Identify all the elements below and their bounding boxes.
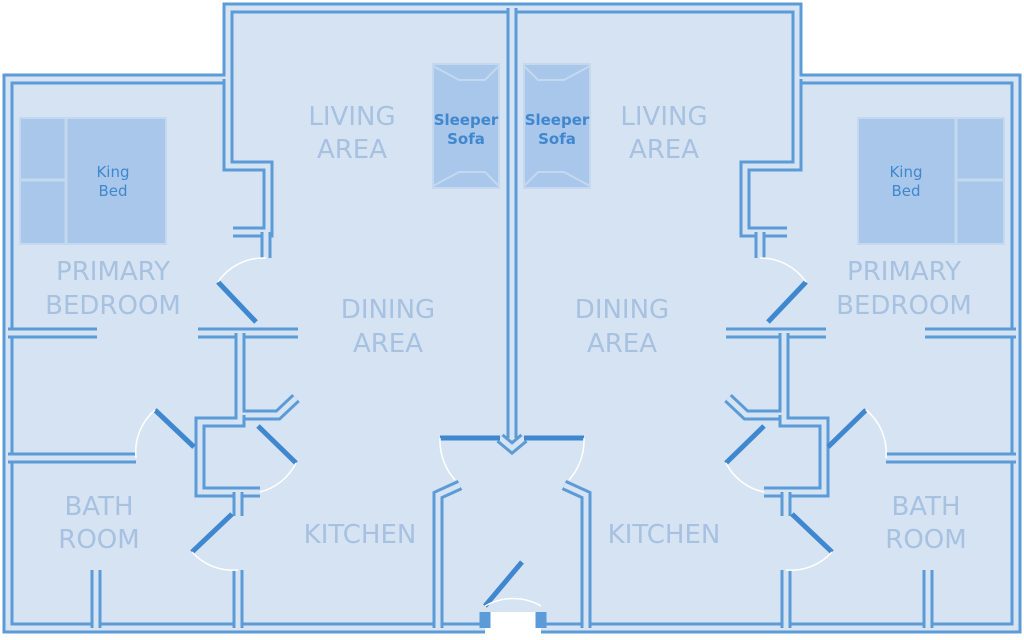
left-bed-label-2: Bed	[98, 182, 127, 200]
left-living-label-1: LIVING	[308, 102, 395, 132]
right-bed-label-1: King	[889, 163, 922, 181]
entry-gap-floor	[485, 612, 541, 640]
left-bath-label-2: ROOM	[58, 525, 139, 555]
left-sleeper-sofa: Sleeper Sofa	[432, 63, 500, 189]
left-bath-label-1: BATH	[64, 492, 133, 522]
left-kitchen-label: KITCHEN	[304, 520, 417, 550]
right-bath-label-1: BATH	[891, 492, 960, 522]
right-bedroom-label-1: PRIMARY	[847, 257, 961, 287]
right-king-bed: King Bed	[857, 117, 1005, 245]
interior-walls	[8, 8, 1016, 628]
right-sofa-label-1: Sleeper	[525, 111, 590, 129]
left-unit-labels: LIVING AREA DINING AREA KITCHEN PRIMARY …	[45, 102, 435, 555]
right-unit-labels: LIVING AREA DINING AREA KITCHEN PRIMARY …	[575, 102, 972, 555]
doors	[134, 257, 888, 608]
left-sofa-label-2: Sofa	[447, 130, 485, 148]
right-kitchen-label: KITCHEN	[608, 520, 721, 550]
left-dining-label-2: AREA	[353, 329, 423, 359]
left-sofa-label-1: Sleeper	[434, 111, 499, 129]
right-bed-label-2: Bed	[891, 182, 920, 200]
left-bedroom-label-2: BEDROOM	[45, 291, 181, 321]
left-bed-label-1: King	[96, 163, 129, 181]
right-bath-label-2: ROOM	[885, 525, 966, 555]
left-living-label-2: AREA	[317, 135, 387, 165]
left-dining-label-1: DINING	[341, 295, 435, 325]
right-dining-label-1: DINING	[575, 295, 669, 325]
right-living-label-1: LIVING	[620, 102, 707, 132]
left-king-bed: King Bed	[19, 117, 167, 245]
right-living-label-2: AREA	[629, 135, 699, 165]
right-dining-label-2: AREA	[587, 329, 657, 359]
left-bedroom-label-1: PRIMARY	[56, 257, 170, 287]
right-bedroom-label-2: BEDROOM	[836, 291, 972, 321]
right-sofa-label-2: Sofa	[538, 130, 576, 148]
right-sleeper-sofa: Sleeper Sofa	[523, 63, 591, 189]
